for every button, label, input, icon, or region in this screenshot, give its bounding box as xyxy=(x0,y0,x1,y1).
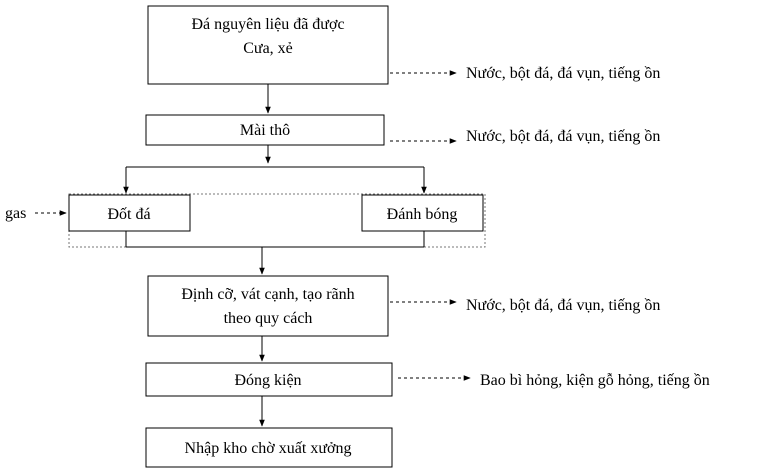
step-burn-label: Đốt đá xyxy=(107,206,150,223)
step-polish-box xyxy=(361,194,484,232)
step-packing-box xyxy=(145,362,393,397)
step-burn-box xyxy=(68,194,191,232)
gas-input-label: gas xyxy=(5,205,26,222)
step-storage-label: Nhập kho chờ xuất xưởng xyxy=(185,440,352,457)
step-raw-material-line2: Cưa, xẻ xyxy=(243,40,293,57)
step-coarse-grinding-box xyxy=(145,114,385,146)
step-raw-material-box xyxy=(147,5,389,85)
waste-label-3: Nước, bột đá, đá vụn, tiếng ồn xyxy=(466,297,660,314)
step-sizing-line2: theo quy cách xyxy=(224,310,313,327)
step-storage-box xyxy=(145,427,393,468)
step-packing-label: Đóng kiện xyxy=(234,372,301,389)
waste-label-1: Nước, bột đá, đá vụn, tiếng ồn xyxy=(466,65,660,82)
step-sizing-box xyxy=(147,275,389,337)
step-coarse-grinding-label: Mài thô xyxy=(240,122,290,139)
step-polish-label: Đánh bóng xyxy=(387,206,458,223)
waste-label-2: Nước, bột đá, đá vụn, tiếng ồn xyxy=(466,128,660,145)
step-raw-material-line1: Đá nguyên liệu đã được xyxy=(191,16,344,33)
step-sizing-line1: Định cỡ, vát cạnh, tạo rãnh xyxy=(181,286,354,303)
waste-label-4: Bao bì hỏng, kiện gỗ hỏng, tiếng ồn xyxy=(480,372,710,389)
